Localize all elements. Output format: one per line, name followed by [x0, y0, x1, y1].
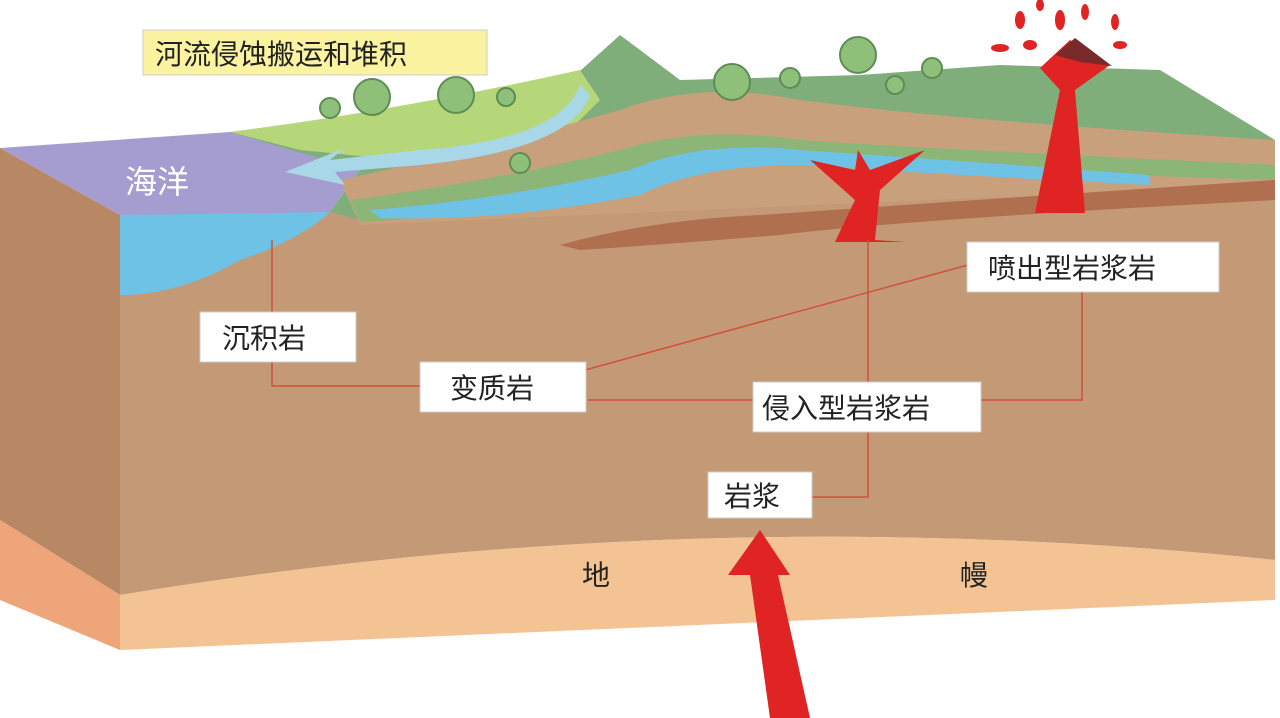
green-layer [350, 134, 1275, 222]
aquifer-layer [370, 147, 1150, 219]
ocean-surface [0, 132, 360, 215]
metamorphic-box [419, 361, 587, 413]
trees [319, 36, 943, 174]
volcano-vent [1035, 40, 1110, 213]
mantle-side-face [0, 520, 120, 650]
sedimentary-box [199, 311, 357, 363]
magma-label: 岩浆 [724, 480, 780, 513]
ocean-label: 海洋 [125, 163, 189, 201]
metamorphic-label: 变质岩 [450, 372, 534, 405]
mantle-front [120, 536, 1275, 650]
volcano-crater [1055, 38, 1112, 66]
magma-box [707, 471, 813, 519]
cycle-links [271, 240, 1083, 498]
intrusive-magma-body [810, 150, 925, 242]
mantle-label-left: 地 [582, 559, 610, 592]
intrusive-box [752, 381, 982, 433]
sedimentary-label: 沉积岩 [222, 322, 306, 355]
river-label: 河流侵蚀搬运和堆积 [155, 38, 407, 71]
lava-splatter [991, 0, 1127, 52]
mantle-label-right: 幔 [960, 559, 988, 592]
extrusive-box [966, 241, 1220, 293]
river-label-box [142, 29, 488, 76]
intrusive-label: 侵入型岩浆岩 [762, 392, 930, 425]
extrusive-label: 喷出型岩浆岩 [988, 252, 1156, 285]
deep-layer [560, 180, 1275, 250]
ocean-water [120, 212, 330, 295]
magma-rise-arrow [728, 530, 810, 718]
river-flow-arrow [285, 85, 590, 185]
block-side-face [0, 148, 120, 595]
